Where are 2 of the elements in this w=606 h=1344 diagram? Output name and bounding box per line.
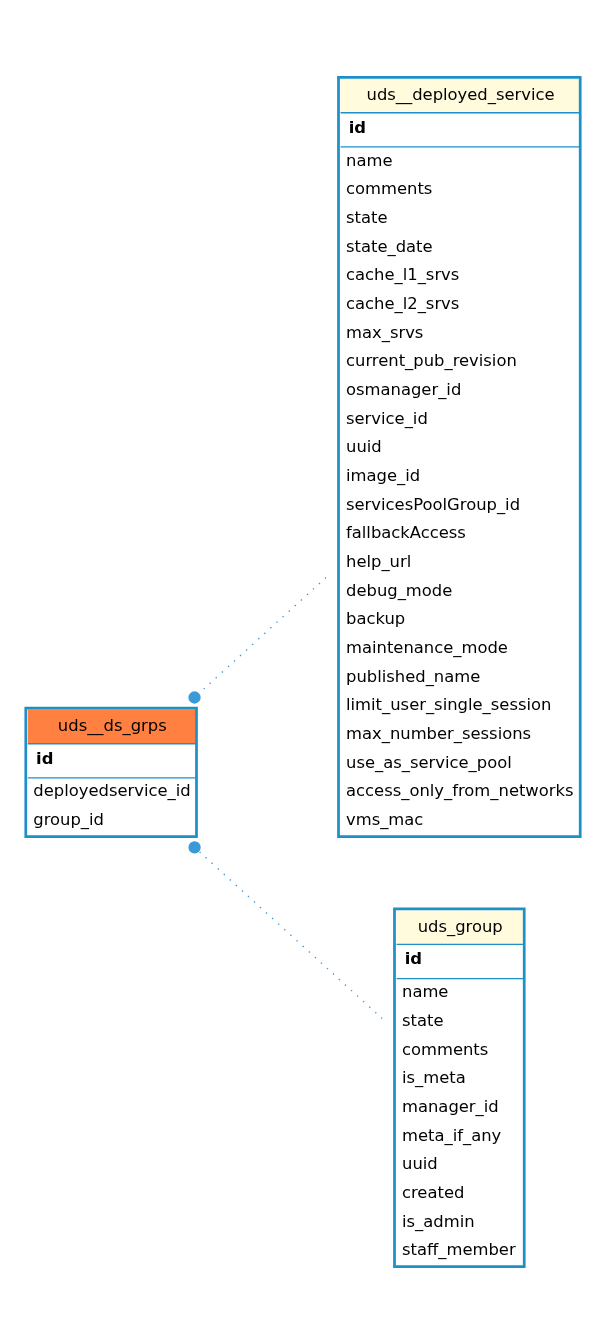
connector [188,841,383,1020]
connector [188,576,327,704]
